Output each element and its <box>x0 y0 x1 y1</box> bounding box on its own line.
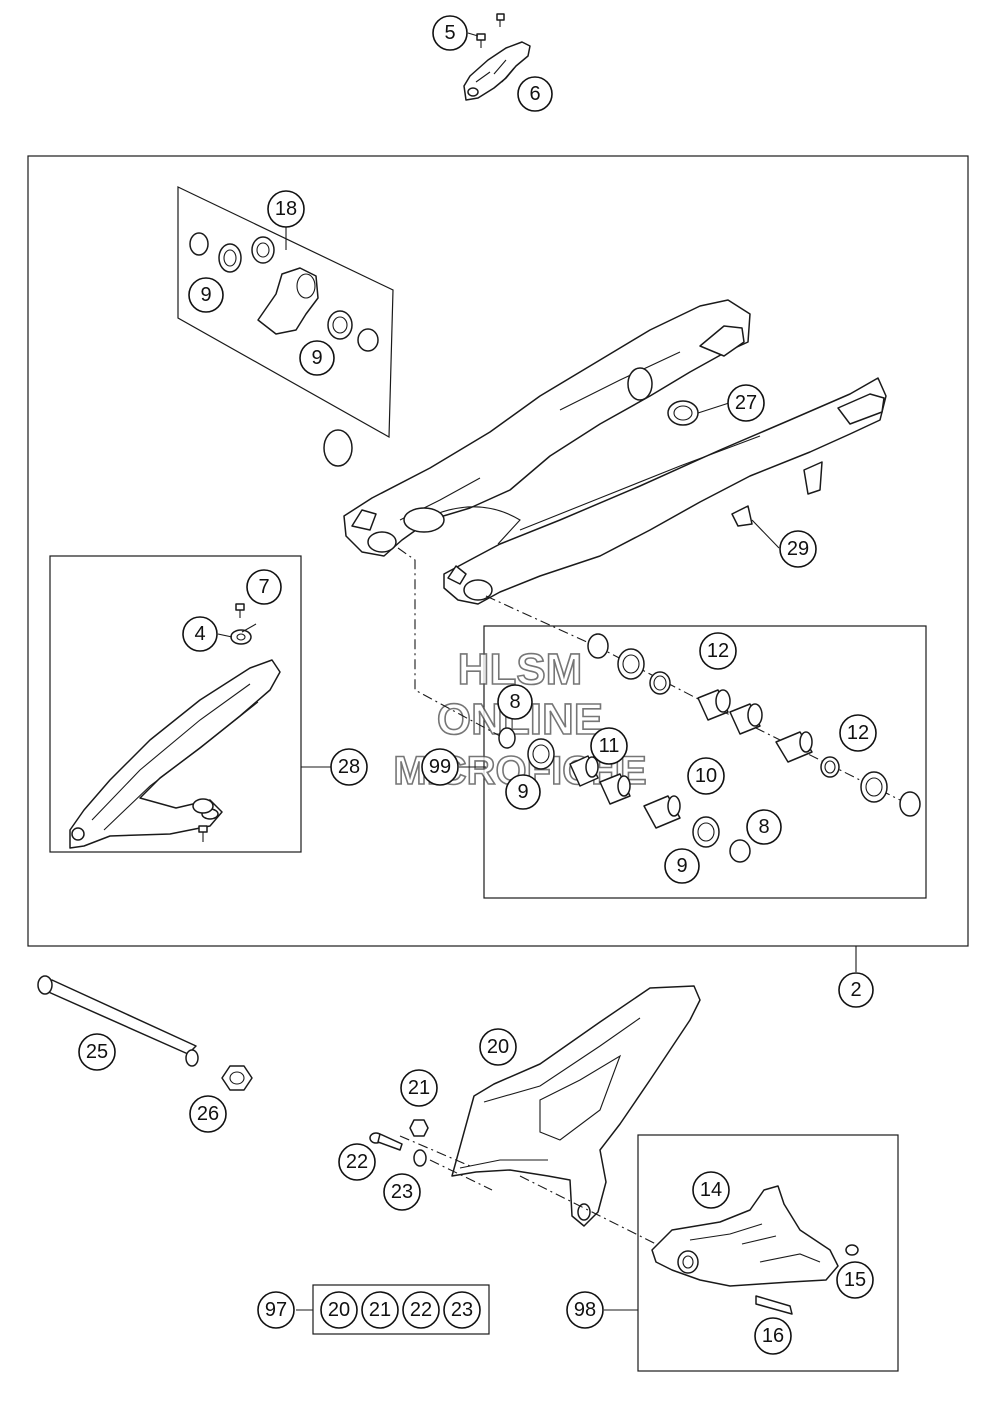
pivot-axis-leader-left <box>397 547 501 737</box>
callout-2: 2 <box>838 972 874 1008</box>
callout-5: 5 <box>432 15 468 51</box>
svg-text:22: 22 <box>346 1151 368 1173</box>
nut-part-26 <box>221 1065 253 1091</box>
chain-slider-part-28 <box>69 603 281 849</box>
callout-23: 23 <box>383 1173 421 1211</box>
kit-97-item-20: 20 <box>320 1291 358 1329</box>
svg-text:9: 9 <box>517 781 528 803</box>
svg-text:25: 25 <box>86 1041 108 1063</box>
svg-text:28: 28 <box>338 756 360 778</box>
callout-99: 99 <box>421 748 459 786</box>
leader-lines <box>217 32 857 1311</box>
kit-97-item-21: 21 <box>361 1291 399 1329</box>
svg-text:14: 14 <box>700 1179 722 1201</box>
swingarm-part-2 <box>323 299 887 605</box>
callout-97: 97 <box>257 1291 295 1329</box>
guard-axis-leader-top <box>399 1135 471 1167</box>
clamp-part-6 <box>463 41 531 101</box>
callout-98: 98 <box>566 1291 604 1329</box>
callout-29: 29 <box>779 530 817 568</box>
svg-text:18: 18 <box>275 198 297 220</box>
callout-14: 14 <box>692 1171 730 1209</box>
svg-text:27: 27 <box>735 392 757 414</box>
callout-25: 25 <box>78 1033 116 1071</box>
kit-97-item-23: 23 <box>443 1291 481 1329</box>
callout-28: 28 <box>330 748 368 786</box>
callout-21: 21 <box>400 1069 438 1107</box>
svg-text:26: 26 <box>197 1103 219 1125</box>
bolt-part-22 <box>369 1132 403 1151</box>
svg-text:9: 9 <box>311 347 322 369</box>
callout-9-pivot-top: 9 <box>505 774 541 810</box>
callout-12-right: 12 <box>839 714 877 752</box>
chain-guide-frame <box>637 1134 899 1372</box>
bearing-kit-parts <box>189 232 379 352</box>
svg-text:4: 4 <box>194 623 205 645</box>
callout-6: 6 <box>517 76 553 112</box>
screw-part-5 <box>476 13 505 48</box>
pivot-bearing-frame <box>483 625 927 899</box>
svg-text:29: 29 <box>787 538 809 560</box>
svg-text:22: 22 <box>410 1299 432 1321</box>
guard-axis-leader-bottom <box>429 1159 493 1191</box>
bearing-kit-frame <box>177 186 394 439</box>
callout-10: 10 <box>687 757 725 795</box>
svg-text:5: 5 <box>444 22 455 44</box>
chain-guard-part-20 <box>451 985 701 1227</box>
svg-text:20: 20 <box>487 1036 509 1058</box>
guard-to-guide-leader <box>519 1175 661 1247</box>
callout-9-kit-top: 9 <box>188 277 224 313</box>
callout-7: 7 <box>246 569 282 605</box>
callout-8-bottom: 8 <box>746 809 782 845</box>
svg-text:12: 12 <box>707 640 729 662</box>
callout-18: 18 <box>267 190 305 228</box>
callout-8-top: 8 <box>497 684 533 720</box>
svg-text:9: 9 <box>676 855 687 877</box>
callout-12-top: 12 <box>699 632 737 670</box>
svg-text:11: 11 <box>599 735 620 757</box>
callout-22: 22 <box>338 1143 376 1181</box>
svg-text:98: 98 <box>574 1299 596 1321</box>
pivot-axle-part-25 <box>37 975 199 1067</box>
svg-text:10: 10 <box>695 765 717 787</box>
callout-16: 16 <box>754 1317 792 1355</box>
kit-97-item-22: 22 <box>402 1291 440 1329</box>
svg-text:97: 97 <box>265 1299 287 1321</box>
chain-slider-frame <box>49 555 302 853</box>
svg-text:21: 21 <box>369 1299 391 1321</box>
svg-text:7: 7 <box>258 576 269 598</box>
pivot-bearing-parts <box>498 633 921 863</box>
nut-part-21 <box>409 1119 429 1137</box>
callout-20: 20 <box>479 1028 517 1066</box>
svg-text:2: 2 <box>850 979 861 1001</box>
svg-text:21: 21 <box>408 1077 430 1099</box>
callout-11: 11 <box>590 727 628 765</box>
svg-text:23: 23 <box>391 1181 413 1203</box>
callout-9-pivot-bottom: 9 <box>664 848 700 884</box>
svg-text:12: 12 <box>847 722 869 744</box>
callout-26: 26 <box>189 1095 227 1133</box>
svg-text:23: 23 <box>451 1299 473 1321</box>
callout-9-kit-bottom: 9 <box>299 340 335 376</box>
svg-text:15: 15 <box>844 1269 866 1291</box>
callout-15: 15 <box>836 1261 874 1299</box>
svg-text:8: 8 <box>509 691 520 713</box>
svg-text:20: 20 <box>328 1299 350 1321</box>
callout-4: 4 <box>182 616 218 652</box>
svg-text:9: 9 <box>200 284 211 306</box>
svg-text:8: 8 <box>758 816 769 838</box>
svg-text:16: 16 <box>762 1325 784 1347</box>
main-assembly-frame <box>27 155 969 947</box>
svg-text:6: 6 <box>529 83 540 105</box>
chain-guide-part-14 <box>651 1185 859 1315</box>
ring-part-27 <box>667 400 699 426</box>
callout-27: 27 <box>727 384 765 422</box>
washer-part-23 <box>413 1149 427 1167</box>
svg-text:99: 99 <box>429 756 451 778</box>
